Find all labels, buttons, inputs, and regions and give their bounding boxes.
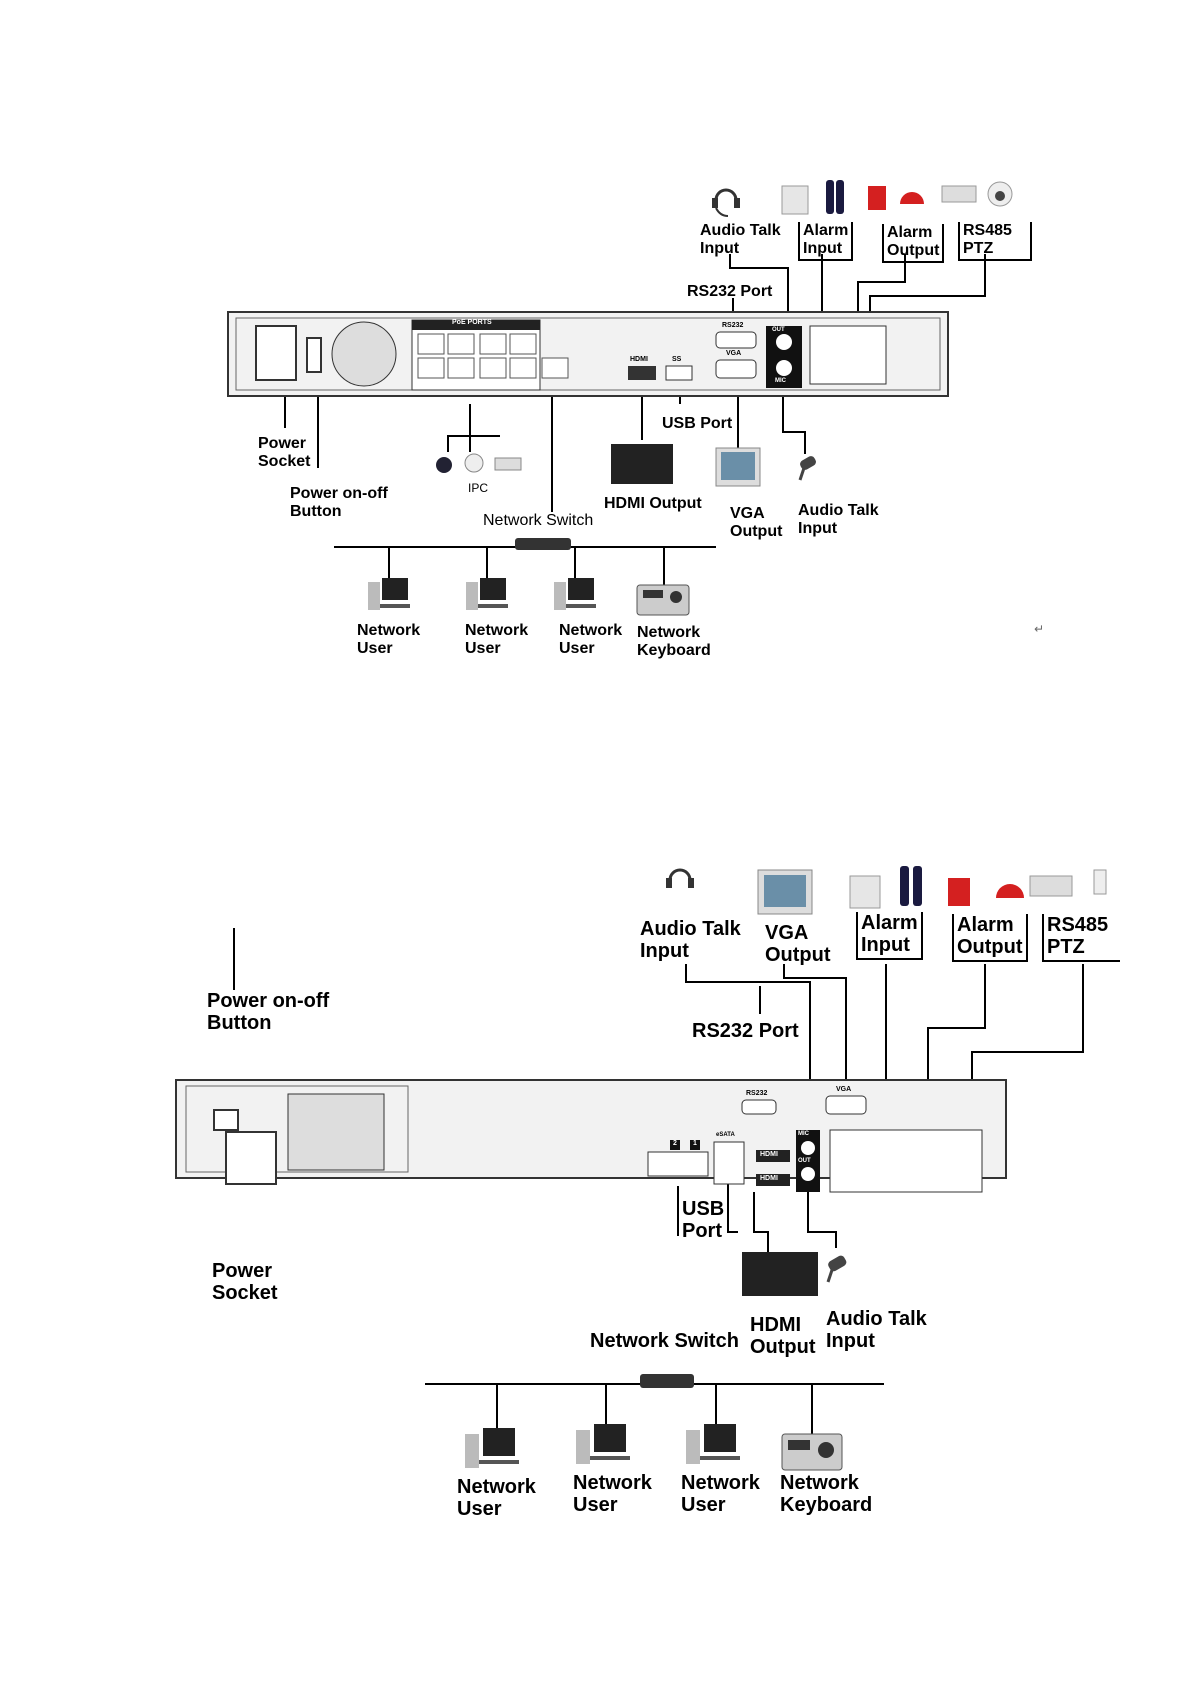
vga-panel-label: VGA xyxy=(836,1086,852,1093)
rs232-port-label: RS232 Port xyxy=(687,283,773,300)
hdmi-monitor-icon xyxy=(742,1252,818,1296)
hdmi-monitor-icon xyxy=(611,444,673,484)
hdmi-1-port-icon xyxy=(756,1150,790,1162)
ptz-camera-icon xyxy=(1029,869,1107,897)
hdmi-panel-label: HDMI xyxy=(630,356,648,363)
power-switch-icon xyxy=(306,337,322,373)
fan-icon xyxy=(331,321,397,387)
poe-ports-label: PoE PORTS xyxy=(452,319,492,326)
poe-ports-block xyxy=(411,319,541,391)
alarm-input-sensor-icon xyxy=(781,180,844,215)
lan-port-icon xyxy=(541,357,569,379)
microphone-icon xyxy=(798,456,816,481)
audio-ports-block xyxy=(796,1130,820,1192)
hdmi-port-icon xyxy=(628,366,656,380)
vga-monitor-icon xyxy=(715,447,761,487)
rs232-panel-label: RS232 xyxy=(746,1090,768,1097)
diagram-2-graphics xyxy=(175,866,1107,1471)
lan-ports-block xyxy=(647,1151,709,1177)
lan-2-panel-label: 2 xyxy=(673,1140,677,1147)
computer-icons-2 xyxy=(465,1424,740,1468)
out-panel-label: OUT xyxy=(798,1158,811,1164)
siren-icon xyxy=(948,878,1024,906)
rs232-port-label: RS232 Port xyxy=(692,1020,799,1042)
vga-port-icon xyxy=(715,359,757,379)
hdmi-2-panel-label: HDMI xyxy=(760,1175,778,1182)
network-switch-icon xyxy=(515,538,571,550)
out-panel-label: OUT xyxy=(772,327,785,333)
hdmi-1-panel-label: HDMI xyxy=(760,1151,778,1158)
headset-icon xyxy=(712,188,740,217)
usb-esata-block xyxy=(713,1141,745,1185)
microphone-icon xyxy=(826,1255,847,1283)
nvr-rear-panel-1 xyxy=(227,311,949,397)
rs232-port-icon xyxy=(741,1099,777,1115)
mic-panel-label: MIC xyxy=(775,378,786,384)
rs232-port-icon xyxy=(715,331,757,349)
headset-icon xyxy=(666,868,694,888)
hdmi-output-label: HDMI Output xyxy=(604,495,702,512)
siren-icon xyxy=(868,186,924,210)
hdmi-2-port-icon xyxy=(756,1174,790,1186)
computer-icons-1 xyxy=(368,578,596,610)
nvr-connection-diagram-2: RS232 VGA eSATA MIC OUT HDMI HDMI 1 2 Au… xyxy=(0,840,1191,1660)
vga-monitor-icon xyxy=(757,869,813,915)
vga-panel-label: VGA xyxy=(726,350,742,357)
mic-panel-label: MIC xyxy=(798,1131,809,1137)
alarm-terminal-block xyxy=(809,325,887,385)
usb-port-label: USB Port xyxy=(662,415,733,432)
network-switch-icon xyxy=(640,1374,694,1388)
power-socket-icon xyxy=(255,325,297,381)
network-keyboard-icon xyxy=(636,584,690,616)
fan-grille-icon xyxy=(287,1093,385,1171)
network-switch-label: Network Switch xyxy=(483,512,594,529)
ipc-label: IPC xyxy=(468,481,489,495)
lan-1-panel-label: 1 xyxy=(693,1140,697,1147)
alarm-terminal-block xyxy=(829,1129,983,1193)
ip-cameras-icon xyxy=(436,453,522,473)
return-mark-icon: ↵ xyxy=(1034,622,1045,636)
connection-lines-1 xyxy=(284,254,986,585)
vga-port-icon xyxy=(825,1095,867,1115)
network-keyboard-icon xyxy=(781,1433,843,1471)
diagram-1-graphics xyxy=(227,180,1013,616)
esata-panel-label: eSATA xyxy=(716,1132,735,1138)
nvr-rear-panel-2 xyxy=(175,1079,1007,1193)
usb-port-icon xyxy=(665,365,693,381)
power-socket-icon xyxy=(225,1131,277,1185)
usb-panel-label: SS xyxy=(672,356,682,363)
network-switch-label: Network Switch xyxy=(590,1330,739,1352)
rs232-panel-label: RS232 xyxy=(722,322,744,329)
ptz-camera-icon xyxy=(941,181,1013,207)
power-switch-icon xyxy=(213,1109,239,1131)
nvr-connection-diagram-1: PoE PORTS HDMI SS RS232 VGA OUT MIC Audi… xyxy=(0,0,1191,700)
alarm-input-sensor-icon xyxy=(849,866,922,909)
